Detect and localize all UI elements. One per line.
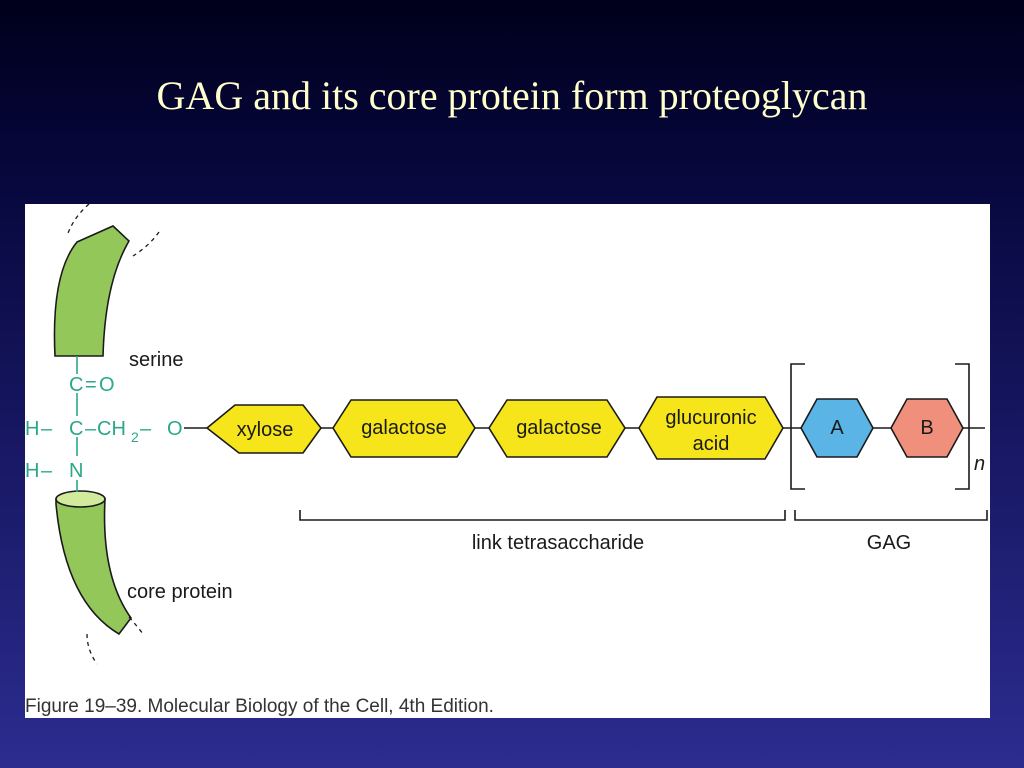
galactose-2-hexagon (488, 399, 626, 458)
bond-c-ch2: – (85, 418, 97, 440)
proteoglycan-diagram: C = O H – C – CH 2 – O H – N serine core… (25, 204, 988, 717)
bond-h-c: – (41, 418, 53, 440)
carbonyl-carbon: C (69, 374, 83, 396)
core-protein-label: core protein (127, 581, 233, 603)
galactose-1-hexagon (332, 399, 476, 458)
gag-brace (794, 510, 988, 521)
gag-unit-a-label: A (830, 417, 844, 439)
gag-unit-b-hexagon (890, 398, 964, 458)
glucuronic-acid-label-line1: glucuronic (665, 407, 756, 429)
protein-cut-face (55, 490, 106, 508)
repeat-bracket-left (790, 363, 805, 490)
methylene-subscript: 2 (131, 429, 139, 445)
galactose-2-label: galactose (516, 417, 602, 439)
amide-hydrogen: H (25, 460, 39, 482)
galactose-1-label: galactose (361, 417, 447, 439)
glucuronic-acid-hexagon (638, 396, 784, 460)
repeat-count-n: n (974, 453, 985, 475)
repeat-bracket-right (955, 363, 970, 490)
alpha-hydrogen: H (25, 418, 39, 440)
methylene: CH (97, 418, 126, 440)
gag-unit-b-label: B (920, 417, 933, 439)
protein-continuation-bottom-right (128, 616, 144, 635)
xylose-hexagon (205, 404, 323, 454)
amide-nitrogen: N (69, 460, 83, 482)
glucuronic-acid-label-line2: acid (693, 433, 730, 455)
link-tetrasaccharide-label: link tetrasaccharide (472, 532, 644, 554)
bond-ch2-o: – (140, 418, 152, 440)
protein-continuation-top-right (132, 231, 160, 257)
xylose-label: xylose (237, 419, 294, 441)
serine-label: serine (129, 349, 183, 371)
glycosidic-oxygen: O (167, 418, 183, 440)
figure-caption: Figure 19–39. Molecular Biology of the C… (25, 696, 494, 717)
carbonyl-oxygen: O (99, 374, 115, 396)
gag-unit-a-hexagon (800, 398, 874, 458)
alpha-carbon: C (69, 418, 83, 440)
core-protein-upper-segment (53, 204, 160, 357)
protein-continuation-bottom-left (86, 633, 98, 665)
bond-h-n: – (41, 460, 53, 482)
protein-continuation-top-left (66, 204, 90, 237)
link-tetrasaccharide-brace (299, 510, 786, 521)
core-protein-lower-segment (55, 490, 144, 665)
figure-panel: C = O H – C – CH 2 – O H – N serine core… (25, 204, 990, 718)
gag-label: GAG (867, 532, 911, 554)
double-bond: = (85, 374, 97, 396)
serine-chemistry: C = O H – C – CH 2 – O H – N (25, 374, 183, 482)
slide-title: GAG and its core protein form proteoglyc… (156, 73, 868, 118)
